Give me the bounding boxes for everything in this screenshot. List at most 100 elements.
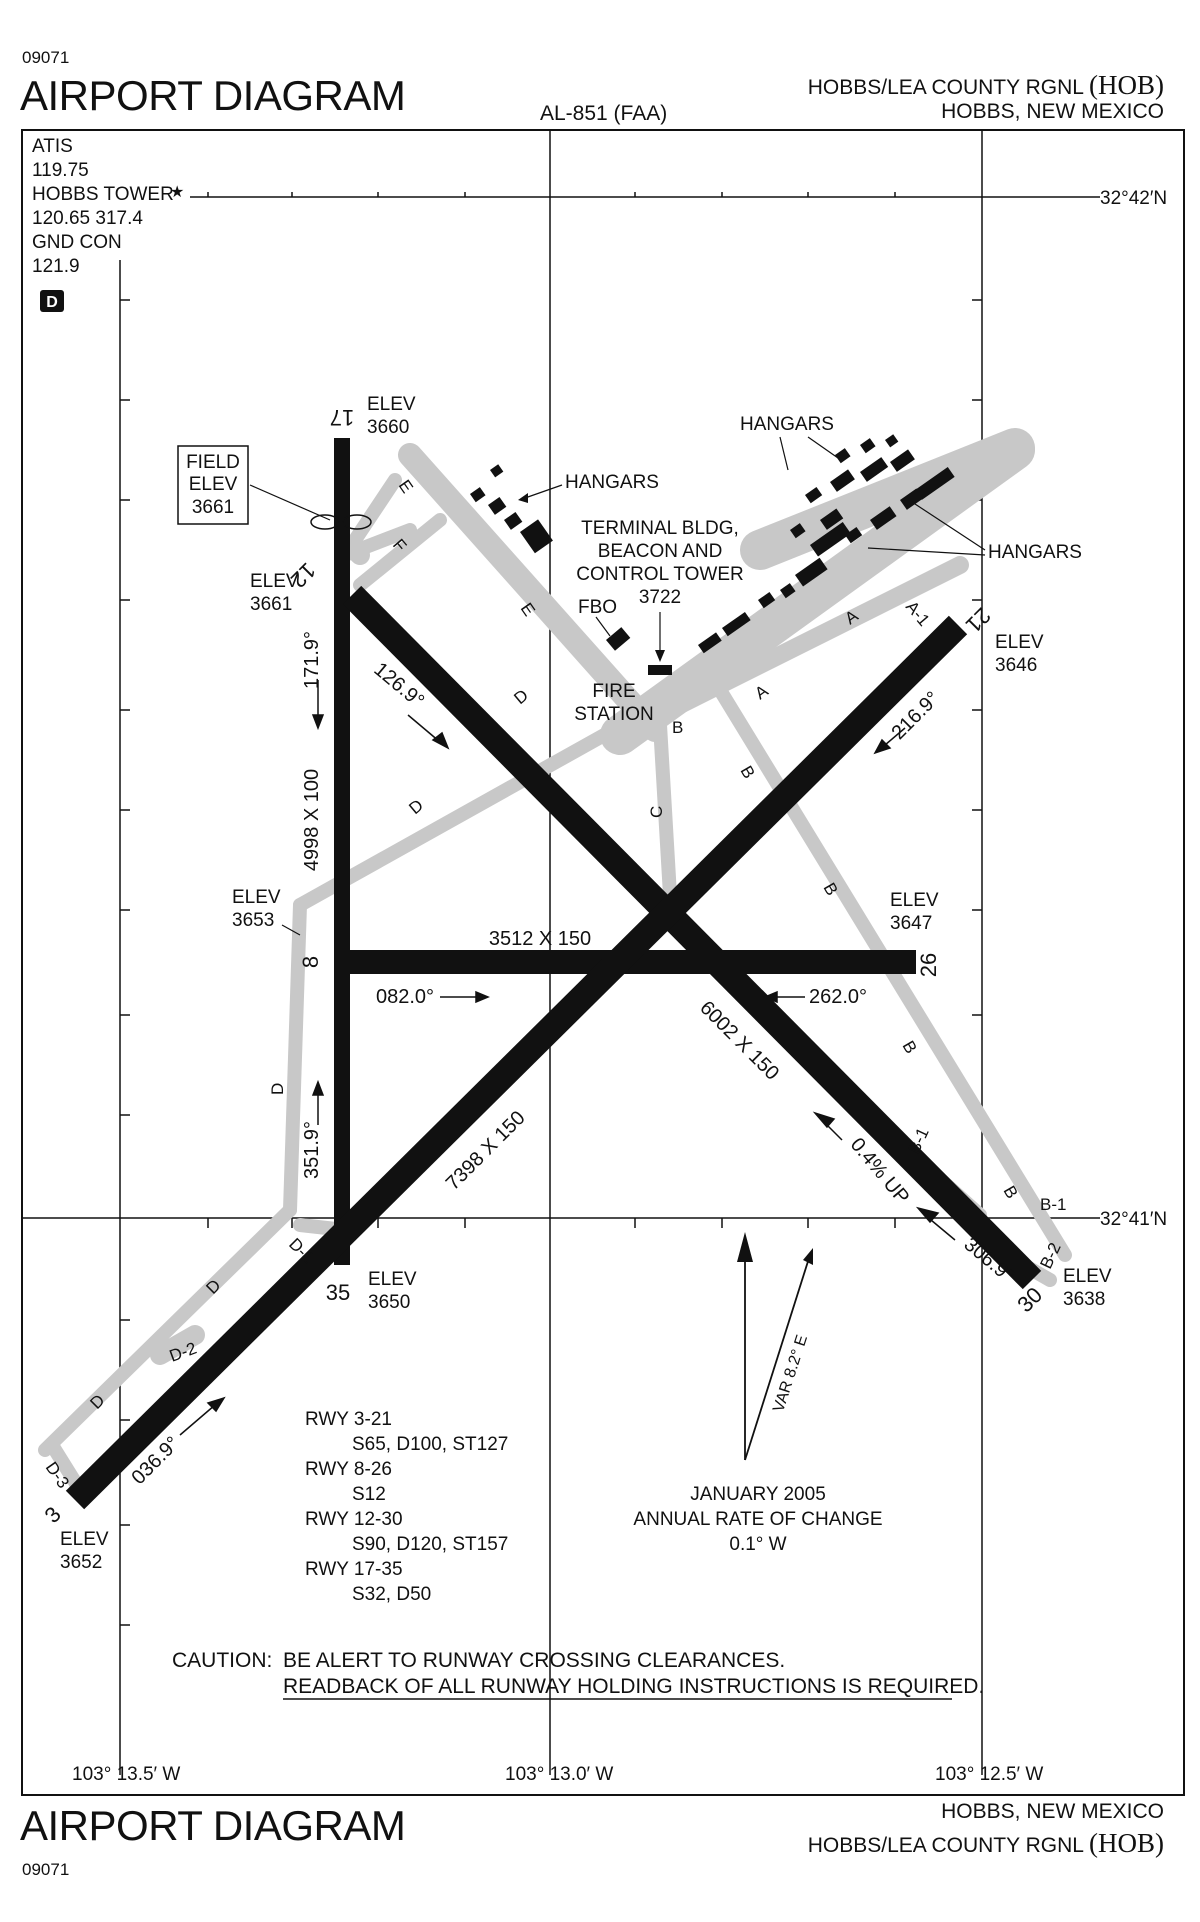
ground-frequency: 121.9 bbox=[32, 256, 80, 277]
airspace-class-letter: D bbox=[46, 294, 58, 311]
fire-station-label-2: STATION bbox=[574, 704, 654, 725]
wbc-runway-3-21: RWY 3-21 bbox=[305, 1409, 392, 1430]
elev-17-value: 3660 bbox=[367, 417, 409, 438]
runway-end-3: 3 bbox=[40, 1502, 66, 1528]
elev-12-value: 3661 bbox=[250, 594, 292, 615]
elev-35-value: 3650 bbox=[368, 1292, 410, 1313]
taxiway-label-b-1: B bbox=[672, 718, 683, 737]
runway-3-21 bbox=[65, 615, 968, 1510]
taxiway-d-north bbox=[293, 708, 647, 912]
taxiway-label-d-3: D bbox=[268, 1083, 287, 1095]
airport-id: (HOB) bbox=[1089, 70, 1164, 100]
taxiway-label-b-5: B bbox=[1000, 1183, 1022, 1202]
airspace-class-badge bbox=[40, 290, 64, 312]
field-elevation-value: 3661 bbox=[192, 497, 234, 518]
magnetic-north-arrowhead bbox=[803, 1248, 813, 1265]
chart-title: AIRPORT DIAGRAM bbox=[20, 72, 406, 119]
taxiway-label-c: C bbox=[647, 806, 666, 818]
chart-number: 09071 bbox=[22, 48, 70, 67]
airport-name-bottom: HOBBS/LEA COUNTY RGNL (HOB) bbox=[808, 1828, 1164, 1859]
magnetic-variation: VAR 8.2° E JANUARY 2005 ANNUAL RATE OF C… bbox=[633, 1232, 883, 1555]
airport-id-footer: (HOB) bbox=[1089, 1828, 1164, 1858]
lat-south-label: 32°41′N bbox=[1100, 1209, 1167, 1230]
annual-change-value: 0.1° W bbox=[729, 1534, 786, 1555]
apron-main bbox=[600, 430, 1035, 755]
wbc-values-17-35: S32, D50 bbox=[352, 1584, 431, 1605]
fire-station-label-1: FIRE bbox=[592, 681, 635, 702]
runway-end-26: 26 bbox=[916, 953, 941, 977]
airport-location: HOBBS, NEW MEXICO bbox=[941, 100, 1164, 123]
caution-notice: CAUTION: BE ALERT TO RUNWAY CROSSING CLE… bbox=[172, 1649, 984, 1700]
elev-26-value: 3647 bbox=[890, 913, 932, 934]
elev-30-value: 3638 bbox=[1063, 1289, 1105, 1310]
chart-designator: AL-851 (FAA) bbox=[540, 102, 668, 125]
runways bbox=[65, 438, 1042, 1510]
runway-end-8: 8 bbox=[298, 956, 323, 968]
weight-bearing-capacities: RWY 3-21 S65, D100, ST127 RWY 8-26 S12 R… bbox=[305, 1409, 508, 1605]
variation-label: VAR 8.2° E bbox=[770, 1333, 811, 1414]
runway-17-35-dimensions: 4998 X 100 bbox=[301, 769, 323, 871]
taxiway-label-b-4: B bbox=[899, 1038, 921, 1057]
annual-change-label: ANNUAL RATE OF CHANGE bbox=[633, 1509, 882, 1530]
variation-date: JANUARY 2005 bbox=[690, 1484, 826, 1505]
elev-8-leader bbox=[281, 924, 301, 936]
grid-ticks bbox=[120, 192, 982, 1626]
fbo-building bbox=[606, 627, 631, 651]
elev-8-value: 3653 bbox=[232, 910, 274, 931]
caution-label: CAUTION: bbox=[172, 1649, 272, 1672]
lon-west-label: 103° 13.5′ W bbox=[72, 1764, 180, 1785]
taxiway-label-e-2: E bbox=[517, 599, 539, 619]
tower-star-icon: ★ bbox=[170, 184, 184, 201]
lat-north-label: 32°42′N bbox=[1100, 188, 1167, 209]
chart-title-footer: AIRPORT DIAGRAM bbox=[20, 1802, 406, 1849]
lon-east-label: 103° 12.5′ W bbox=[935, 1764, 1043, 1785]
wbc-runway-17-35: RWY 17-35 bbox=[305, 1559, 403, 1580]
airport-name-footer: HOBBS/LEA COUNTY RGNL bbox=[807, 1834, 1084, 1857]
terminal-elevation: 3722 bbox=[639, 587, 681, 608]
chart-frame bbox=[21, 129, 1185, 1796]
wbc-runway-12-30: RWY 12-30 bbox=[305, 1509, 403, 1530]
airport-location-footer: HOBBS, NEW MEXICO bbox=[941, 1800, 1164, 1823]
taxiway-d-west bbox=[283, 898, 307, 1217]
elev-8-label: ELEV bbox=[232, 887, 281, 908]
fire-station-building bbox=[648, 665, 672, 675]
taxiway-label-d-1: D bbox=[510, 686, 532, 708]
ground-label: GND CON bbox=[32, 232, 122, 253]
taxiway-e bbox=[398, 443, 667, 742]
wbc-values-12-30: S90, D120, ST157 bbox=[352, 1534, 508, 1555]
lon-center-label: 103° 13.0′ W bbox=[505, 1764, 613, 1785]
chart-number-footer: 09071 bbox=[22, 1860, 70, 1879]
field-elevation-label-1: FIELD bbox=[186, 452, 240, 473]
field-elevation-leader bbox=[249, 484, 331, 521]
runway-8-26-dimensions: 3512 X 150 bbox=[489, 928, 591, 950]
field-elevation-label-2: ELEV bbox=[189, 474, 238, 495]
wbc-values-3-21: S65, D100, ST127 bbox=[352, 1434, 508, 1455]
heading-082: 082.0° bbox=[376, 986, 434, 1008]
heading-262: 262.0° bbox=[809, 986, 867, 1008]
runway-12-30 bbox=[342, 585, 1042, 1290]
tower-frequency: 120.65 317.4 bbox=[32, 208, 143, 229]
taxiway-c bbox=[653, 718, 677, 902]
elev-21-value: 3646 bbox=[995, 655, 1037, 676]
hangars-label-north: HANGARS bbox=[740, 414, 834, 435]
elev-17-label: ELEV bbox=[367, 394, 416, 415]
airport-name-top: HOBBS/LEA COUNTY RGNL (HOB) bbox=[808, 70, 1164, 101]
fbo-label: FBO bbox=[578, 597, 617, 618]
elev-12-label: ELEV bbox=[250, 571, 299, 592]
field-elevation-box bbox=[177, 445, 249, 525]
taxiway-label-b-2: B bbox=[737, 763, 759, 782]
buildings bbox=[470, 434, 955, 675]
elev-3-label: ELEV bbox=[60, 1529, 109, 1550]
taxiway-label-a-2: A bbox=[751, 681, 772, 703]
taxiway-d-south bbox=[38, 1203, 297, 1457]
facility-labels: HANGARS HANGARS HANGARS TERMINAL BLDG, B… bbox=[518, 414, 1082, 725]
wind-cone-icon bbox=[310, 514, 372, 530]
elev-3-value: 3652 bbox=[60, 1552, 102, 1573]
elev-26-label: ELEV bbox=[890, 890, 939, 911]
taxiway-d2 bbox=[150, 1325, 205, 1365]
taxiway-f bbox=[338, 473, 402, 562]
taxiway-label-d-2: D bbox=[405, 796, 427, 818]
runway-end-21: 21 bbox=[961, 603, 996, 638]
magnetic-north-arrow bbox=[744, 1254, 811, 1461]
heading-171-9: 171.9° bbox=[301, 631, 323, 689]
